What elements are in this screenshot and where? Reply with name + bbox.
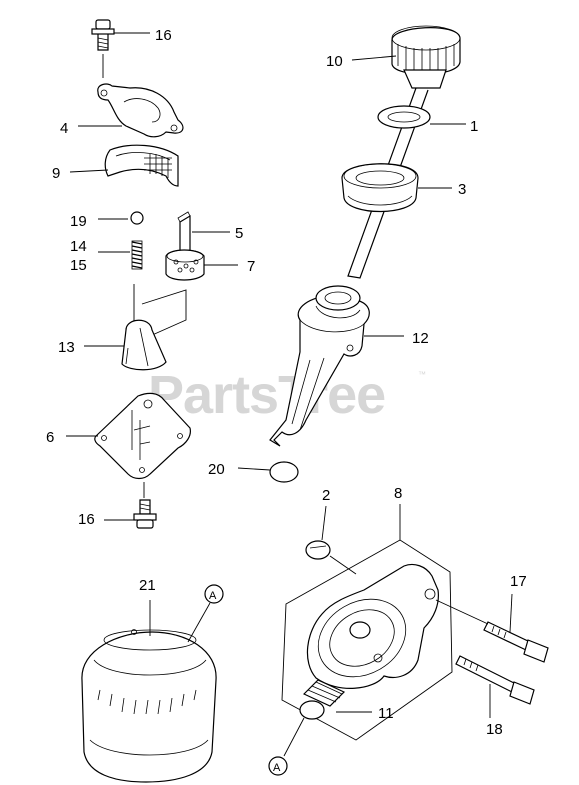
part-14-15-spring[interactable]: [131, 240, 143, 270]
callout-5: 5: [235, 225, 243, 242]
part-8-filter-base[interactable]: [304, 563, 439, 692]
callout-14: 14: [70, 238, 87, 255]
part-17-bolt[interactable]: [483, 621, 549, 663]
callout-7: 7: [247, 258, 255, 275]
callout-3: 3: [458, 181, 466, 198]
part-16-top-bolt[interactable]: [91, 19, 115, 51]
callout-2: 2: [322, 487, 330, 504]
callout-19: 19: [70, 213, 87, 230]
part-7-rotor[interactable]: [165, 249, 205, 281]
callout-12: 12: [412, 330, 429, 347]
callout-11: 11: [378, 705, 394, 722]
callout-1: 1: [470, 118, 478, 135]
callout-9: 9: [52, 165, 60, 182]
svg-text:A: A: [209, 590, 217, 602]
callout-17: 17: [510, 573, 527, 590]
part-10-dipstick-cap[interactable]: [391, 25, 461, 89]
svg-text:A: A: [273, 762, 281, 774]
part-3-seal[interactable]: [341, 163, 419, 212]
reference-marker-a-filter: A: [204, 584, 224, 604]
part-18-bolt[interactable]: [455, 655, 535, 705]
callout-16-bottom: 16: [78, 511, 95, 528]
part-4-plate[interactable]: [97, 83, 184, 138]
reference-marker-a-fitting: A: [268, 756, 288, 776]
part-6-cover[interactable]: [94, 392, 191, 480]
part-11-fitting[interactable]: [299, 679, 346, 720]
callout-10: 10: [326, 53, 343, 70]
part-12-fill-tube[interactable]: [269, 285, 370, 447]
callout-16-top: 16: [155, 27, 172, 44]
part-21-oil-filter[interactable]: [81, 629, 217, 783]
watermark: PartsTree: [148, 365, 385, 425]
callout-13: 13: [58, 339, 75, 356]
callout-21: 21: [139, 577, 156, 594]
watermark-trademark: ™: [418, 370, 426, 379]
part-13-cone[interactable]: [121, 319, 167, 371]
part-20-cap[interactable]: [269, 461, 299, 483]
callout-20: 20: [208, 461, 225, 478]
callout-18: 18: [486, 721, 503, 738]
callout-15: 15: [70, 257, 87, 274]
part-1-o-ring[interactable]: [377, 105, 431, 129]
callout-4: 4: [60, 120, 68, 137]
part-19-ball[interactable]: [130, 211, 144, 225]
callout-8: 8: [394, 485, 402, 502]
callout-6: 6: [46, 429, 54, 446]
part-16-bottom-bolt[interactable]: [133, 499, 157, 529]
part-2-plug[interactable]: [305, 540, 331, 560]
part-9-clamp[interactable]: [104, 144, 179, 187]
